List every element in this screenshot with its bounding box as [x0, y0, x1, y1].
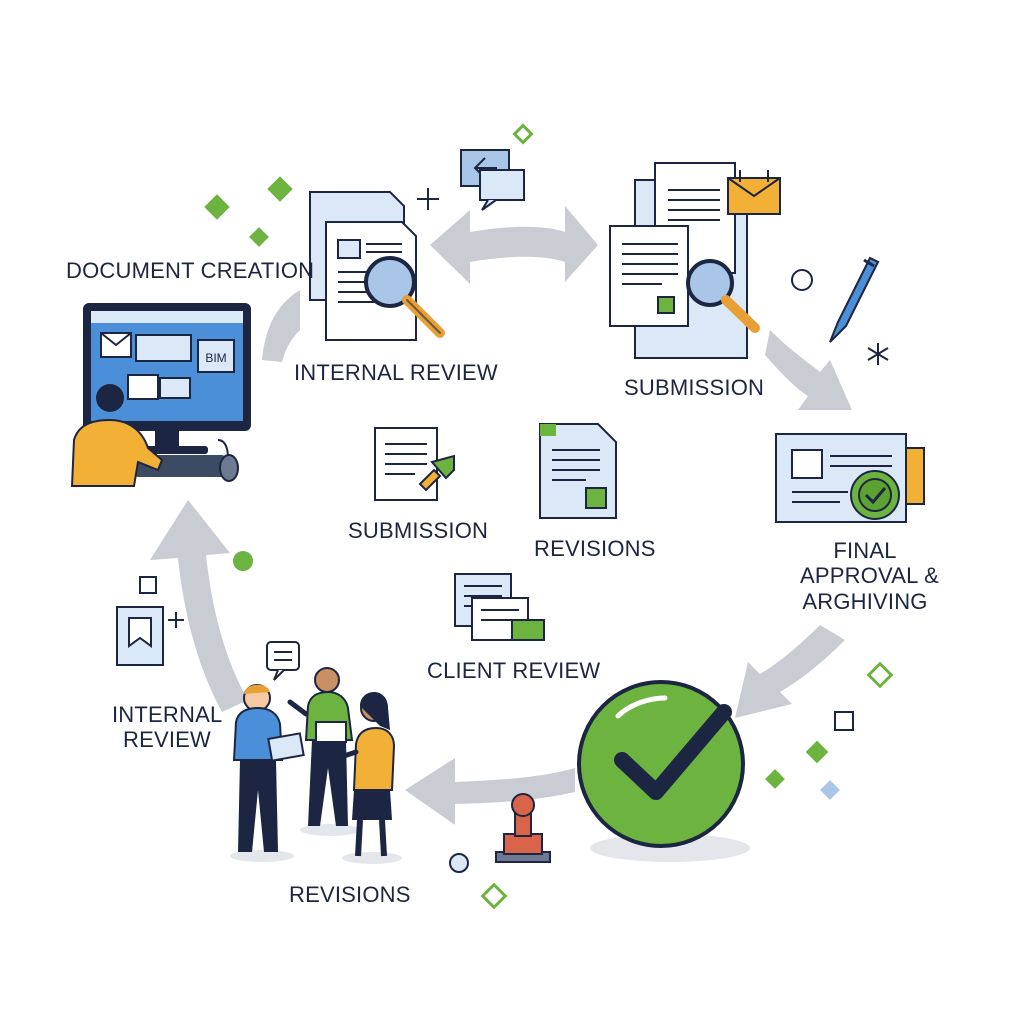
cycle-arrows [150, 206, 852, 825]
diamond-icon [480, 882, 508, 910]
dot-icon [449, 853, 469, 873]
rubber-stamp-icon [495, 793, 551, 863]
arrow-check-to-revisions [405, 758, 575, 825]
diamond-icon [866, 661, 894, 689]
label-submission-top: SUBMISSION [624, 375, 765, 400]
label-final-approval-line2: APPROVAL & [800, 563, 939, 589]
label-submission-inner: SUBMISSION [348, 518, 489, 543]
plus-icon [168, 612, 184, 628]
diamond-icon [820, 780, 840, 800]
monitor-icon: BIM [70, 303, 251, 487]
label-internal-review-top: INTERNAL REVIEW [294, 360, 498, 385]
label-final-approval-line3: ARGHIVING [802, 588, 928, 614]
client-review-icon [454, 573, 545, 641]
label-internal-review-left-line1: INTERNAL [112, 702, 223, 727]
diamond-icon [805, 740, 829, 764]
diamond-icon [765, 769, 785, 789]
inner-submission-icon [374, 427, 455, 501]
dot-icon [233, 551, 253, 571]
arrow-creation-to-review [262, 290, 300, 362]
inner-revisions-icon [539, 423, 617, 519]
label-client-review: CLIENT REVIEW [427, 658, 601, 683]
arrow-submission-to-approval [765, 330, 852, 410]
check-circle-icon [577, 680, 750, 862]
label-internal-review-left-line2: REVIEW [123, 727, 211, 753]
label-internal-review-left: INTERNAL REVIEW [112, 702, 222, 753]
pen-icon [829, 256, 880, 343]
bookmark-doc-icon [116, 606, 164, 666]
diamond-icon [249, 227, 269, 247]
dot-icon [791, 269, 813, 291]
arrow-review-submission-double [430, 206, 598, 284]
diamond-icon [204, 194, 230, 220]
arrow-approval-to-check [735, 625, 845, 718]
decor-sparkles [139, 123, 894, 910]
label-final-approval: FINAL APPROVAL & ARGHIVING [800, 538, 939, 614]
calendar-envelope-icon [727, 170, 781, 215]
diamond-icon [267, 176, 293, 202]
label-revisions-bottom: REVISIONS [289, 882, 411, 907]
asterisk-icon [867, 343, 889, 365]
bim-badge: BIM [205, 351, 226, 365]
certificate-seal-icon [775, 433, 925, 523]
chat-bubbles-icon [460, 149, 525, 211]
arrow-revisions-to-creation [150, 500, 248, 712]
magnifier-icon [364, 256, 445, 338]
plus-icon [417, 188, 439, 210]
team-meeting-icon [230, 641, 402, 864]
label-revisions-inner: REVISIONS [534, 536, 656, 561]
square-icon [139, 576, 157, 594]
label-document-creation: DOCUMENT CREATION [66, 258, 315, 283]
label-final-approval-line1: FINAL [833, 538, 897, 563]
square-icon [834, 711, 854, 731]
diamond-icon [512, 123, 534, 145]
